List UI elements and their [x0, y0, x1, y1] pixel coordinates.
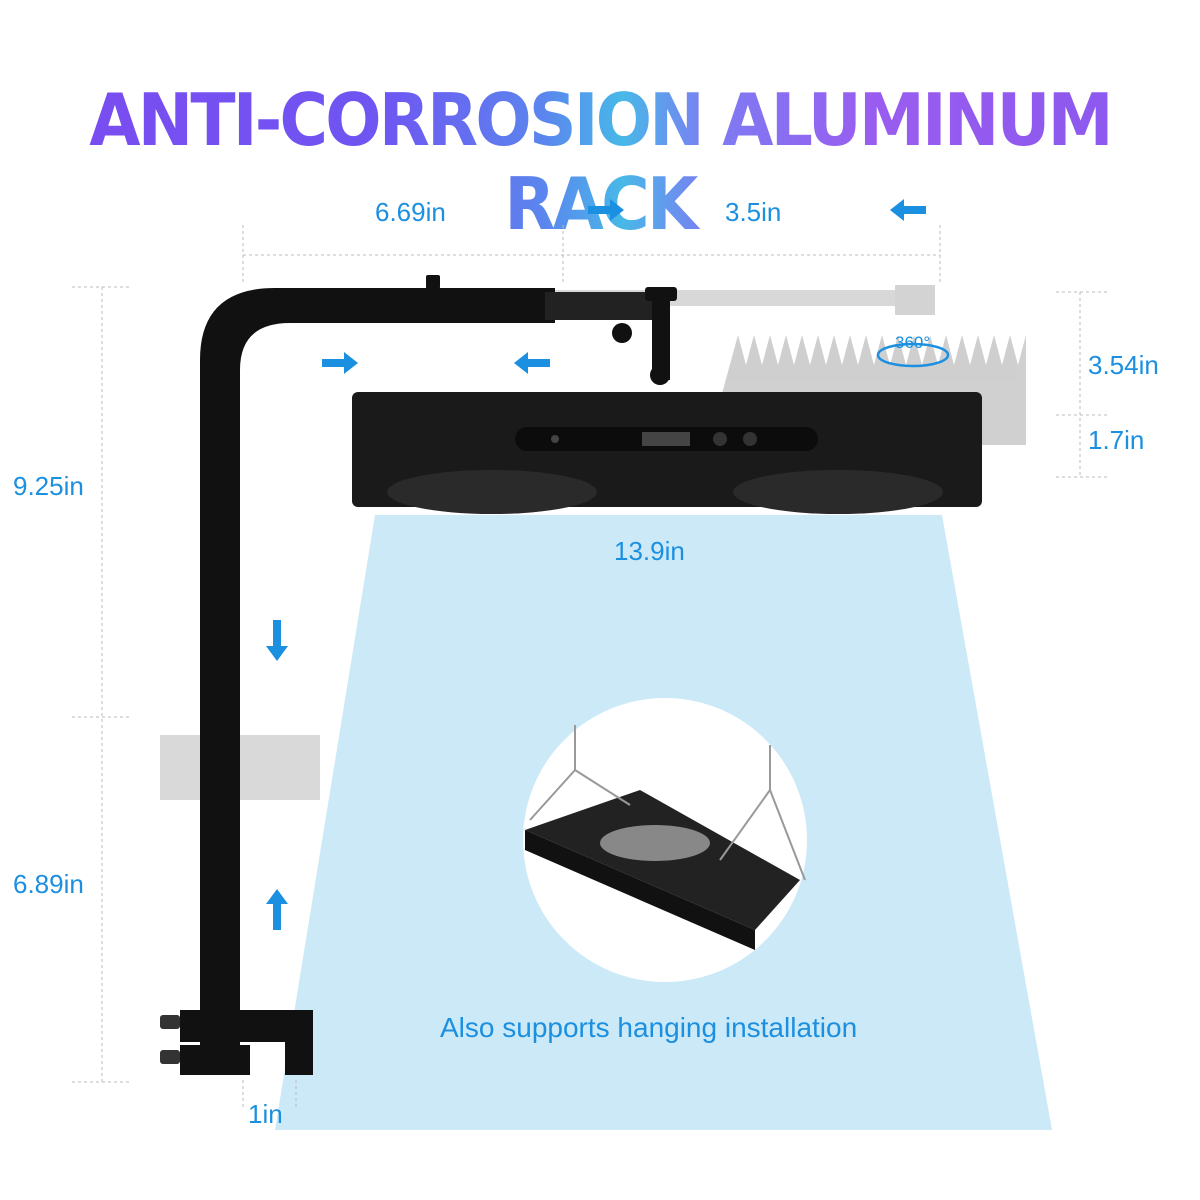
hanging-installation-image [523, 698, 807, 982]
dim-arm-extension: 3.5in [725, 197, 782, 227]
arrow-up-icon [266, 889, 288, 930]
arrow-right-icon [322, 352, 358, 374]
arrow-left-icon [890, 199, 926, 221]
dim-fixture-height: 3.54in [1088, 350, 1159, 380]
dim-arm-length: 6.69in [375, 197, 446, 227]
dim-light-width: 13.9in [614, 536, 685, 566]
rotation-label: 360° [895, 333, 931, 352]
dimension-lines [72, 225, 1110, 1110]
rotate-360-icon [876, 342, 950, 368]
dim-pole-upper: 9.25in [13, 471, 84, 501]
aluminum-rack [160, 275, 677, 1075]
arrow-left-icon [514, 352, 550, 374]
dim-clamp-width: 1in [248, 1099, 283, 1129]
display-screen [642, 432, 690, 446]
arrow-right-icon [588, 199, 624, 221]
arrow-icons [266, 199, 926, 930]
page-title: ANTI-CORROSION ALUMINUM RACK [48, 78, 1152, 246]
arrow-down-icon [266, 620, 288, 661]
hanging-caption: Also supports hanging installation [440, 1012, 858, 1043]
led-light-fixture [352, 392, 982, 514]
dim-light-thickness: 1.7in [1088, 425, 1145, 455]
dim-pole-lower: 6.89in [13, 869, 84, 899]
fan-icon [733, 470, 943, 514]
fan-icon [387, 470, 597, 514]
